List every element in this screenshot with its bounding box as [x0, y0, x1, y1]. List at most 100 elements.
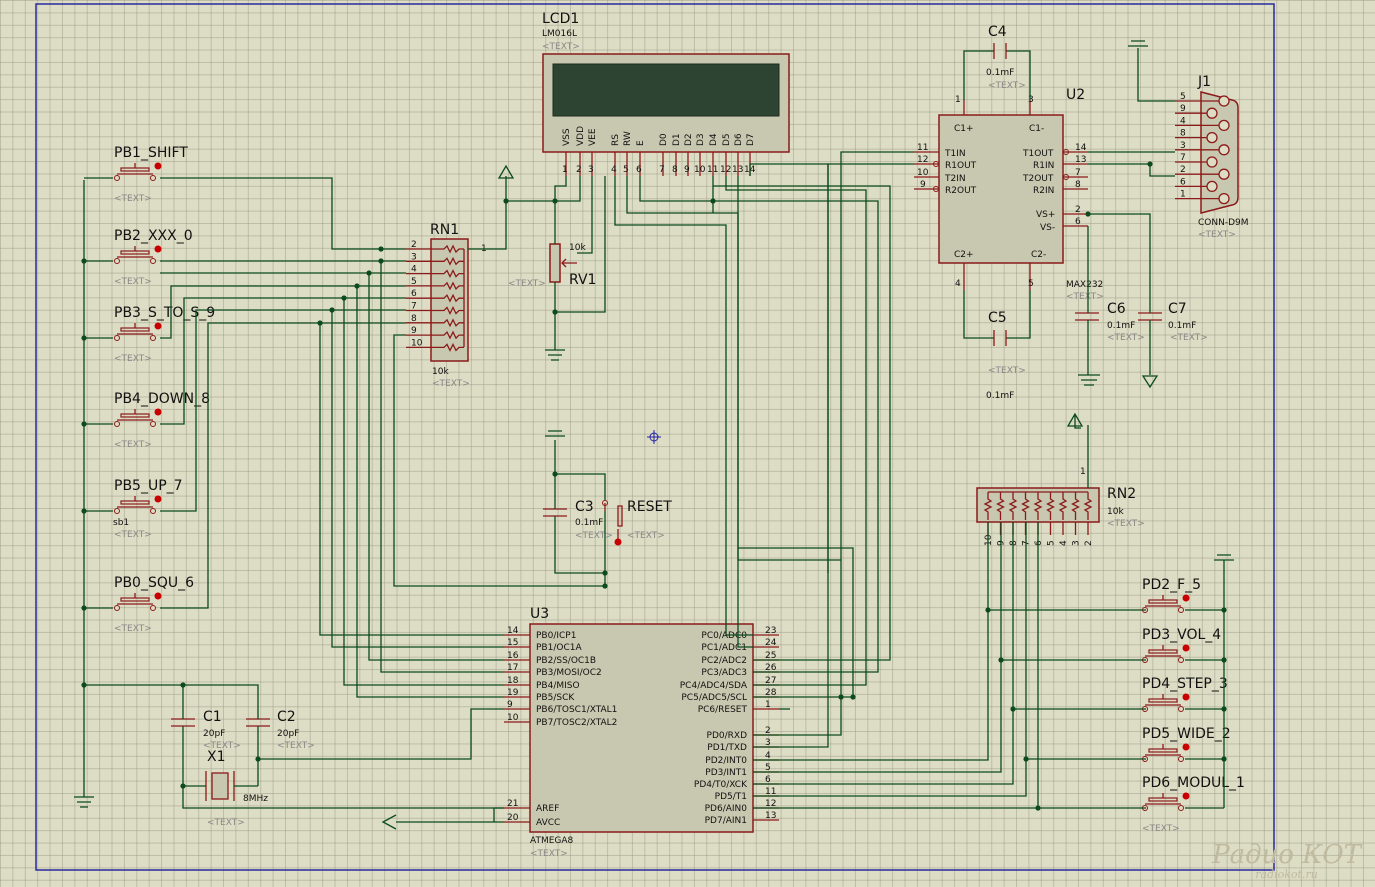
- c1-capacitor[interactable]: C1 20pF <TEXT>: [171, 709, 241, 751]
- rn2-value: 10k: [1107, 507, 1124, 517]
- rn2-element: [1021, 492, 1030, 520]
- u3-pin-label: PD0/RXD: [707, 731, 748, 741]
- u3-pin-number: 13: [765, 811, 776, 821]
- button-plunger: [120, 327, 150, 332]
- lcd1-pin-label: D2: [684, 133, 694, 146]
- pushbutton[interactable]: PD4_STEP_3: [1142, 676, 1228, 712]
- j1-pin-contact: [1218, 192, 1230, 205]
- lcd1-pin-label: D6: [734, 133, 744, 146]
- u3-pin-label: PB7/TOSC2/XTAL2: [536, 718, 617, 728]
- rn2-element: [996, 492, 1005, 520]
- crystal-wires: [83, 180, 504, 809]
- j1-part: CONN-D9M: [1198, 218, 1249, 228]
- u3-pin-label: PD2/INT0: [705, 756, 747, 766]
- u2-num-5: 5: [1028, 279, 1034, 289]
- pushbutton[interactable]: PB2_XXX_0<TEXT>: [114, 228, 193, 287]
- rn2-element: [1008, 492, 1018, 520]
- u2-body: [938, 114, 1064, 264]
- gnd-symbol-c6: [1078, 374, 1100, 386]
- lcd1-text: <TEXT>: [542, 42, 580, 52]
- pushbutton[interactable]: PD2_F_5: [1142, 577, 1201, 613]
- x1-crystal[interactable]: X1 8MHz <TEXT>: [205, 749, 268, 828]
- button-terminal: [1178, 805, 1184, 811]
- button-terminal: [1178, 657, 1184, 663]
- pushbutton[interactable]: PB0_SQU_6<TEXT>: [114, 575, 194, 634]
- junction-dot: [602, 583, 608, 589]
- vcc-symbol-c7: [1141, 375, 1159, 389]
- u3-pin-label: PC5/ADC5/SCL: [681, 693, 747, 703]
- c4-capacitor[interactable]: C4 0.1mF <TEXT>: [963, 24, 1031, 100]
- rv1-potentiometer[interactable]: 10k RV1 <TEXT>: [508, 201, 596, 361]
- u2-pin-vsp: VS+: [1036, 210, 1055, 220]
- c6-value: 0.1mF: [1107, 321, 1135, 331]
- u3-pin-number: 28: [765, 688, 777, 698]
- junction-dot: [552, 471, 558, 477]
- c1-text: <TEXT>: [203, 741, 241, 751]
- j1-pin-number: 2: [1180, 165, 1186, 175]
- u2-ref: U2: [1066, 87, 1085, 103]
- u3-pin-label: PB0/ICP1: [536, 631, 576, 641]
- lcd1-pin-number: 11: [707, 165, 718, 175]
- x1-value: 8MHz: [243, 794, 268, 804]
- button-actuator: [1182, 792, 1190, 800]
- button-actuator: [1182, 693, 1190, 701]
- u2-max232[interactable]: U2 MAX232 <TEXT> C1+ T1IN R1OUT T2IN R2O…: [914, 87, 1104, 302]
- reset-button[interactable]: RESET <TEXT>: [602, 499, 673, 546]
- lcd1-pin-label: D7: [746, 133, 756, 146]
- button-terminal: [150, 175, 156, 181]
- rn1-pin-number: 3: [411, 252, 417, 262]
- junction-dot: [850, 694, 856, 700]
- button-sub: sb1: [113, 518, 129, 528]
- button-actuator: [1182, 743, 1190, 751]
- rn1-text: <TEXT>: [432, 379, 470, 389]
- c7-capacitor[interactable]: C7 0.1mF <TEXT>: [1138, 301, 1208, 343]
- lcd1-component[interactable]: LCD1 LM016L <TEXT> VSS1VDD2VEE3RS4RW5E6D…: [542, 11, 790, 176]
- u3-pin-number: 10: [507, 713, 519, 723]
- button-terminal: [150, 258, 156, 264]
- c2-capacitor[interactable]: C2 20pF <TEXT>: [246, 709, 315, 751]
- u3-pin-number: 20: [507, 813, 519, 823]
- u2-pin-c2p: C2+: [954, 250, 974, 260]
- j1-pin-contact: [1206, 107, 1218, 119]
- c3-value: 0.1mF: [575, 518, 603, 528]
- pushbutton[interactable]: PD5_WIDE_2: [1142, 726, 1231, 762]
- rn1-element: [431, 342, 464, 352]
- c3-capacitor[interactable]: C3 0.1mF <TEXT>: [543, 499, 613, 541]
- u2-num-12: 12: [917, 155, 928, 165]
- pushbutton[interactable]: PD3_VOL_4: [1142, 627, 1221, 663]
- pushbutton[interactable]: PB1_SHIFT<TEXT>: [114, 145, 188, 204]
- button-text: <TEXT>: [114, 194, 152, 204]
- j1-ref: J1: [1197, 74, 1211, 90]
- button-terminal: [150, 508, 156, 514]
- lcd1-pin-label: D5: [722, 133, 732, 146]
- c6-capacitor[interactable]: C6 0.1mF <TEXT>: [1075, 301, 1145, 343]
- lcd1-pin-label: D1: [672, 133, 682, 146]
- u2-pin-c2m: C2-: [1031, 250, 1046, 260]
- rn1-pin-number: 4: [411, 265, 417, 275]
- button-terminal: [114, 258, 120, 264]
- pushbutton[interactable]: PB4_DOWN_8<TEXT>: [114, 391, 210, 450]
- c5-capacitor[interactable]: C5 <TEXT> 0.1mF: [963, 290, 1031, 401]
- pushbutton[interactable]: PD6_MODUL_1<TEXT>: [1142, 775, 1245, 834]
- u2-pin-r2in: R2IN: [1033, 186, 1054, 196]
- pushbutton[interactable]: PB3_S_TO_S_9<TEXT>: [114, 305, 215, 364]
- u2-pin-t1in: T1IN: [944, 149, 966, 159]
- lcd1-display: [552, 63, 780, 117]
- x1-ref: X1: [207, 749, 226, 765]
- u3-pin-number: 15: [507, 638, 518, 648]
- u3-pin-label: PD5/T1: [715, 792, 747, 802]
- u2-pin-c1m: C1-: [1029, 124, 1044, 134]
- junction-dot: [602, 570, 608, 576]
- rn1-pin-number: 2: [411, 240, 417, 250]
- rn2-pin-number: 4: [1059, 540, 1069, 546]
- junction-dot: [552, 309, 558, 315]
- u3-ref: U3: [530, 606, 549, 622]
- u3-pin-number: 1: [765, 700, 771, 710]
- u2-num-4: 4: [955, 279, 961, 289]
